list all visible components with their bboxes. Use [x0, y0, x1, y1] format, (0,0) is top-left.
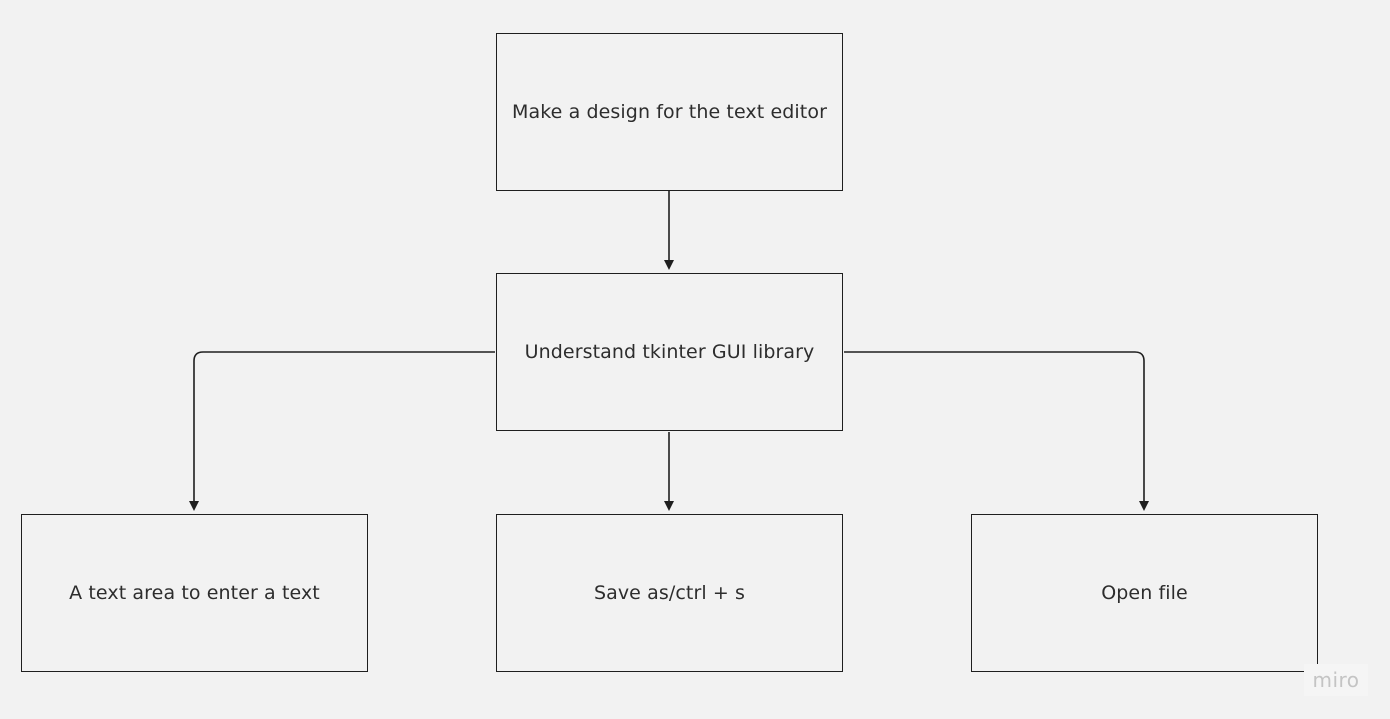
node-save-as-label: Save as/ctrl + s — [593, 581, 746, 604]
node-save-as[interactable]: Save as/ctrl + s — [496, 514, 843, 672]
node-make-design[interactable]: Make a design for the text editor — [496, 33, 843, 191]
node-make-design-label: Make a design for the text editor — [512, 100, 827, 123]
node-open-file-label: Open file — [1101, 581, 1188, 604]
node-understand-tkinter-label: Understand tkinter GUI library — [524, 340, 815, 363]
edge-mid-to-right — [844, 351, 1149, 511]
node-understand-tkinter[interactable]: Understand tkinter GUI library — [496, 273, 843, 431]
node-text-area[interactable]: A text area to enter a text — [21, 514, 368, 672]
node-open-file[interactable]: Open file — [971, 514, 1318, 672]
edge-mid-to-left — [189, 351, 495, 511]
miro-watermark: miro — [1304, 664, 1368, 696]
miro-watermark-label: miro — [1312, 668, 1360, 692]
node-text-area-label: A text area to enter a text — [69, 581, 320, 604]
